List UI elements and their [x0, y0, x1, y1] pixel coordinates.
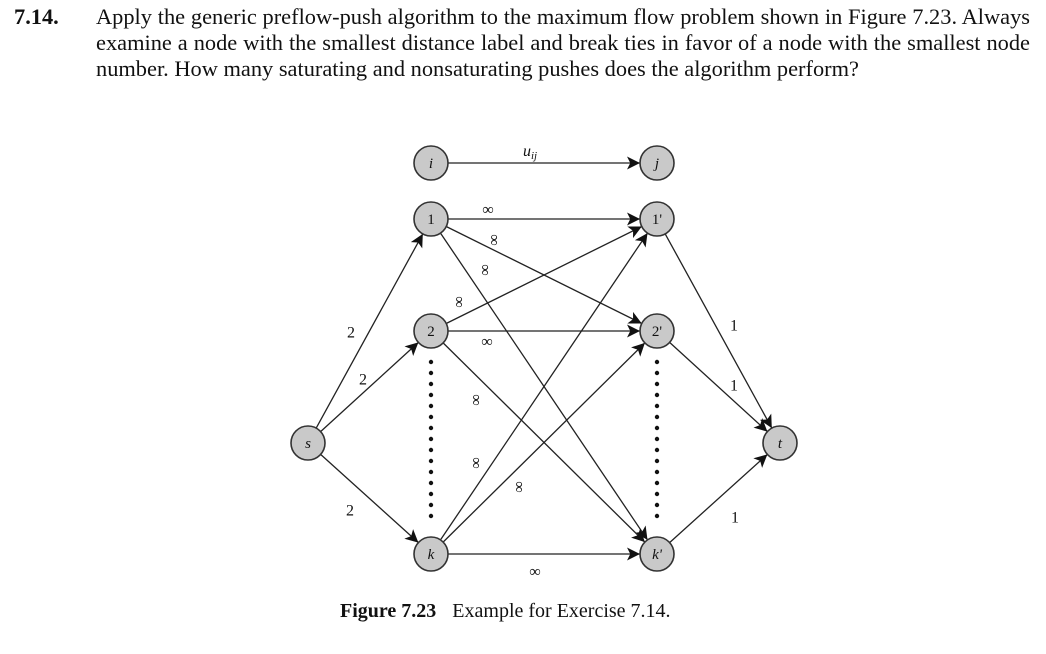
node-2: 2	[413, 313, 449, 349]
arc-1p-t	[664, 233, 773, 429]
ellipsis-dot	[428, 359, 434, 365]
node-1p-circle	[639, 201, 675, 237]
capacity-label-1-kp: ∞	[477, 264, 494, 275]
capacity-label-k-kp: ∞	[529, 564, 540, 581]
capacity-label-1-2p: ∞	[486, 234, 503, 245]
arc-labels: 2 2 2 ∞ ∞ ∞ ∞ ∞ ∞ ∞ ∞ ∞ 1 1 1	[346, 202, 739, 581]
ellipsis-dot	[654, 381, 660, 387]
node-s-label: s	[305, 436, 311, 452]
ellipsis-dot	[654, 425, 660, 431]
legend-node-i: i	[413, 145, 449, 181]
ellipsis-dot	[428, 469, 434, 475]
ellipsis-dot	[654, 491, 660, 497]
arc-s-k	[320, 453, 419, 544]
ellipsis-dot	[428, 425, 434, 431]
arc-2p-t	[669, 341, 768, 433]
ellipsis-dot	[654, 458, 660, 464]
ellipsis-dot	[428, 392, 434, 398]
ellipsis-dot	[654, 513, 660, 519]
ellipsis-dot	[428, 436, 434, 442]
capacity-label-1p-t: 1	[730, 318, 738, 335]
arc-kp-t	[669, 453, 768, 544]
node-1-circle	[413, 201, 449, 237]
node-2p: 2'	[639, 313, 675, 349]
caption-label: Figure 7.23	[340, 600, 437, 622]
ellipsis-dot	[654, 403, 660, 409]
caption-text: Example for Exercise 7.14.	[452, 600, 671, 622]
legend-node-j-label: j	[653, 156, 659, 172]
node-2p-label: 2'	[652, 324, 663, 340]
ellipsis-dot	[428, 414, 434, 420]
capacity-label-2-1p: ∞	[451, 296, 468, 307]
node-s: s	[290, 425, 326, 461]
ellipsis-dot	[654, 480, 660, 486]
ellipsis-dot	[654, 469, 660, 475]
node-1-label: 1	[427, 212, 435, 228]
ellipsis-dot	[428, 381, 434, 387]
ellipsis-dot	[654, 436, 660, 442]
exercise-text: Apply the generic preflow-push algorithm…	[96, 4, 1030, 81]
arc-s-1	[315, 233, 424, 429]
node-kp: k'	[639, 536, 675, 572]
legend-capacity-label: uij	[523, 143, 537, 163]
legend-node-i-label: i	[429, 156, 433, 172]
capacity-label-s-k: 2	[346, 503, 354, 520]
exercise-statement: 7.14. Apply the generic preflow-push alg…	[14, 4, 1030, 82]
node-k: k	[413, 536, 449, 572]
capacity-label-2-2p: ∞	[481, 334, 492, 351]
node-1p: 1'	[639, 201, 675, 237]
capacity-label-kp-t: 1	[731, 510, 739, 527]
node-2-circle	[413, 313, 449, 349]
ellipsis-dot	[428, 480, 434, 486]
capacity-label-2-kp: ∞	[468, 394, 485, 405]
ellipsis-dots	[428, 359, 660, 519]
ellipsis-dot	[654, 392, 660, 398]
arc-k-1p	[439, 232, 649, 541]
node-t-label: t	[778, 436, 783, 452]
node-2p-circle	[639, 313, 675, 349]
node-1: 1	[413, 201, 449, 237]
node-2-label: 2	[427, 324, 435, 340]
arc-2-1p	[445, 225, 643, 325]
node-s-circle	[290, 425, 326, 461]
ellipsis-dot	[428, 370, 434, 376]
figure-caption: Figure 7.23 Example for Exercise 7.14.	[340, 600, 671, 623]
capacity-label-2p-t: 1	[730, 378, 738, 395]
node-1p-label: 1'	[652, 212, 663, 228]
ellipsis-dot	[428, 513, 434, 519]
arc-s-2	[320, 341, 419, 433]
ellipsis-dot	[428, 403, 434, 409]
legend: uij i j	[413, 143, 675, 181]
capacity-label-s-1: 2	[347, 325, 355, 342]
ellipsis-dot	[428, 458, 434, 464]
ellipsis-dot	[428, 502, 434, 508]
nodes: s 1 2 k 1' 2' k' t	[290, 201, 798, 572]
ellipsis-dot	[654, 447, 660, 453]
legend-node-j: j	[639, 145, 675, 181]
ellipsis-dot	[654, 370, 660, 376]
node-kp-label: k'	[652, 547, 663, 563]
legend-node-i-circle	[413, 145, 449, 181]
ellipsis-dot	[654, 359, 660, 365]
ellipsis-dot	[428, 447, 434, 453]
ellipsis-dot	[654, 414, 660, 420]
node-t: t	[762, 425, 798, 461]
arcs	[315, 212, 773, 561]
node-t-circle	[762, 425, 798, 461]
ellipsis-dot	[654, 502, 660, 508]
ellipsis-dot	[428, 491, 434, 497]
capacity-label-s-2: 2	[359, 372, 367, 389]
capacity-label-1-1p: ∞	[482, 202, 493, 219]
node-kp-circle	[639, 536, 675, 572]
legend-node-j-circle	[639, 145, 675, 181]
node-k-label: k	[428, 547, 435, 563]
exercise-number: 7.14.	[14, 4, 59, 29]
capacity-label-k-2p: ∞	[511, 481, 528, 492]
arc-k-2p	[442, 342, 646, 543]
capacity-label-k-1p: ∞	[468, 457, 485, 468]
node-k-circle	[413, 536, 449, 572]
